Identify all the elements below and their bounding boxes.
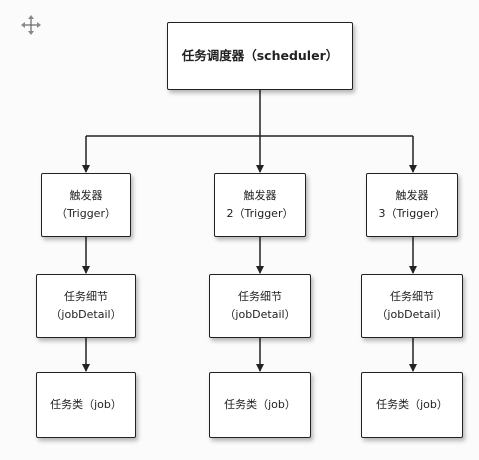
job-node-2[interactable]: 任务类（job） [209,372,311,438]
jobdetail-2-subtitle: （jobDetail） [224,308,296,321]
trigger-node-1[interactable]: 触发器 （Trigger） [41,173,131,237]
jobdetail-1-title: 任务细节 [64,290,108,303]
trigger-2-title: 触发器 [243,189,277,202]
trigger-node-3[interactable]: 触发器 3（Trigger） [366,173,458,237]
job-3-label: 任务类（job） [376,398,448,411]
jobdetail-1-subtitle: （jobDetail） [50,308,122,321]
job-node-3[interactable]: 任务类（job） [361,372,463,438]
trigger-3-subtitle: 3（Trigger） [378,207,446,220]
trigger-node-2[interactable]: 触发器 2（Trigger） [214,173,306,237]
jobdetail-2-title: 任务细节 [238,290,282,303]
trigger-1-subtitle: （Trigger） [56,207,116,220]
job-1-label: 任务类（job） [50,398,122,411]
job-2-label: 任务类（job） [224,398,296,411]
job-node-1[interactable]: 任务类（job） [36,372,136,438]
jobdetail-3-title: 任务细节 [390,290,434,303]
scheduler-node[interactable]: 任务调度器（scheduler） [167,22,353,90]
trigger-2-subtitle: 2（Trigger） [226,207,294,220]
move-icon[interactable] [20,14,42,36]
jobdetail-node-3[interactable]: 任务细节 （jobDetail） [361,274,463,338]
jobdetail-node-1[interactable]: 任务细节 （jobDetail） [36,274,136,338]
jobdetail-node-2[interactable]: 任务细节 （jobDetail） [209,274,311,338]
scheduler-label: 任务调度器（scheduler） [181,48,339,63]
trigger-1-title: 触发器 [69,189,103,202]
trigger-3-title: 触发器 [395,189,429,202]
jobdetail-3-subtitle: （jobDetail） [376,308,448,321]
